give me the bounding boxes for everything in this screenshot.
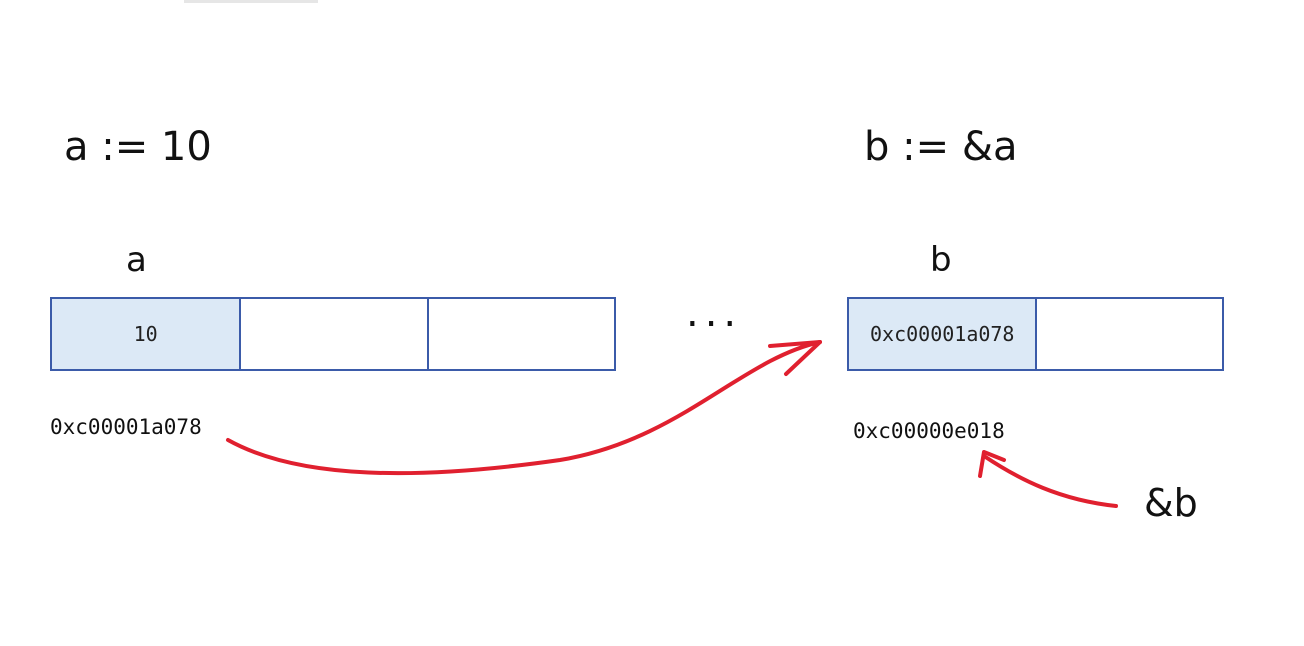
memory-gap-ellipsis: ... [686, 290, 743, 336]
self-address-arrow [982, 454, 1118, 508]
statement-b: b := &a [864, 124, 1018, 170]
memory-cell-b-0: 0xc00001a078 [849, 299, 1036, 369]
memory-cell-b-1 [1035, 299, 1222, 369]
memory-block-b: 0xc00001a078 [847, 297, 1224, 371]
variable-label-b: b [930, 240, 952, 280]
reference-label-b: &b [1144, 481, 1198, 525]
statement-a: a := 10 [64, 124, 212, 170]
memory-cell-a-0: 10 [52, 299, 240, 369]
memory-cell-a-2 [426, 299, 614, 369]
pointer-arrow-head [768, 340, 822, 376]
self-address-arrow-head [978, 450, 1006, 478]
memory-cell-a-1 [239, 299, 426, 369]
top-tab-indicator [184, 0, 318, 3]
variable-label-a: a [126, 240, 147, 280]
memory-block-a: 10 [50, 297, 616, 371]
address-a: 0xc00001a078 [50, 415, 202, 439]
address-b: 0xc00000e018 [853, 419, 1005, 443]
